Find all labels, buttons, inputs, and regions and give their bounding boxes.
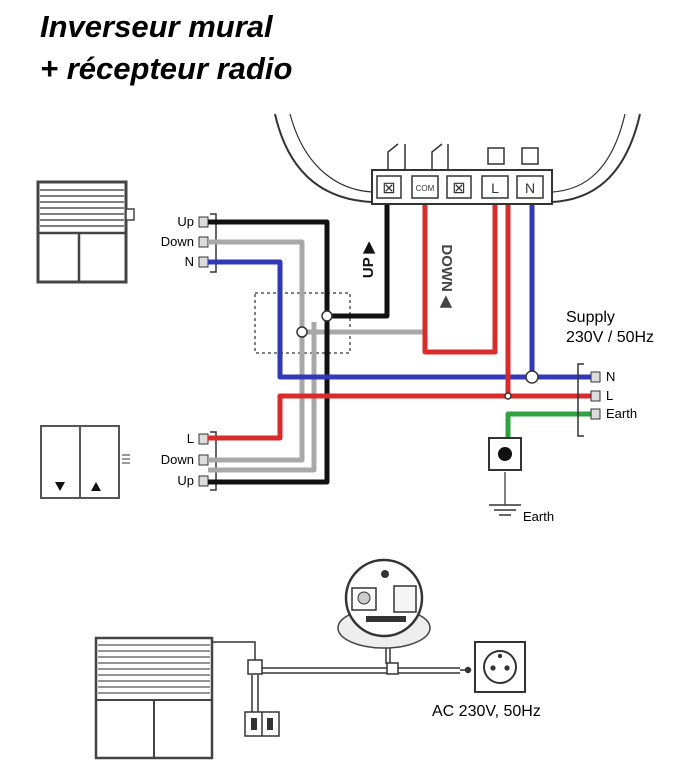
title-line-2: + récepteur radio (40, 51, 293, 86)
module-housing-left (274, 113, 373, 203)
ground-icon (489, 504, 521, 516)
receiver-module (274, 113, 641, 205)
switch-terminal-l: L (187, 431, 194, 446)
relay-contact-up (387, 143, 406, 170)
roller-shutter-motor (36, 180, 135, 284)
motor-terminal-block: Up Down N (161, 213, 217, 273)
module-terminal-n: N (525, 180, 535, 196)
ac-supply-label: AC 230V, 50Hz (432, 703, 541, 720)
up-label: UP ▶ (360, 240, 377, 278)
module-housing-right-inner (551, 113, 626, 193)
switch-side-marks (122, 454, 130, 464)
wall-switch (40, 425, 130, 499)
wire-up-switch (208, 316, 330, 485)
bottom-receiver (337, 558, 431, 649)
terminal-block (371, 169, 553, 205)
wire-neutral-main (208, 259, 592, 380)
relay-box-1 (487, 147, 505, 165)
module-terminal-l: L (491, 180, 499, 196)
junction-dots (296, 310, 539, 400)
up-label-box: UP ▶ (360, 228, 384, 292)
diagram-title: Inverseur mural + récepteur radio (40, 6, 292, 90)
supply-block: Supply 230V / 50Hz N L Earth (566, 309, 654, 437)
earth-terminal (488, 437, 522, 471)
module-terminal-x1: ⊠ (382, 180, 395, 197)
switch-terminal-down: Down (161, 452, 194, 467)
down-label-box: DOWN ◀ (430, 230, 455, 322)
module-terminal-com: COM (416, 184, 435, 193)
bottom-junction-box (247, 659, 263, 675)
earth-label: Earth (523, 509, 554, 524)
wire-earth (505, 411, 592, 440)
switch-down-arrow (55, 482, 65, 491)
module-terminal-x2: ⊠ (452, 180, 465, 197)
supply-terminal-l: L (606, 388, 613, 403)
bottom-switch (244, 711, 280, 737)
supply-terminal-earth: Earth (606, 406, 637, 421)
bottom-junction-box-2 (386, 662, 399, 675)
module-housing-left-inner (289, 113, 373, 193)
supply-voltage: 230V / 50Hz (566, 329, 654, 346)
supply-terminal-n: N (606, 369, 615, 384)
switch-terminal-up: Up (177, 473, 194, 488)
relay-contact-down (431, 143, 449, 170)
wire-live-com-loop (422, 205, 498, 355)
plug-icon (460, 666, 472, 674)
motor-terminal-up: Up (177, 214, 194, 229)
socket-icon (474, 641, 526, 693)
supply-title-line-1: Supply (566, 309, 615, 326)
wire-down-switch-2 (208, 322, 317, 473)
motor-terminal-down: Down (161, 234, 194, 249)
switch-terminal-block: L Down Up (161, 431, 217, 491)
relay-box-2 (521, 147, 539, 165)
motor-terminal-n: N (185, 254, 194, 269)
wire-live-main (208, 393, 592, 441)
module-housing-right (551, 113, 641, 203)
module-terminals: ⊠ COM ⊠ L N (376, 175, 544, 199)
down-label: DOWN ◀ (438, 244, 455, 308)
title-line-1: Inverseur mural (40, 9, 273, 44)
wires (208, 205, 592, 505)
switch-up-arrow (91, 482, 101, 491)
bottom-shutter (94, 636, 214, 760)
bottom-diagram: AC 230V, 50Hz (94, 558, 541, 760)
